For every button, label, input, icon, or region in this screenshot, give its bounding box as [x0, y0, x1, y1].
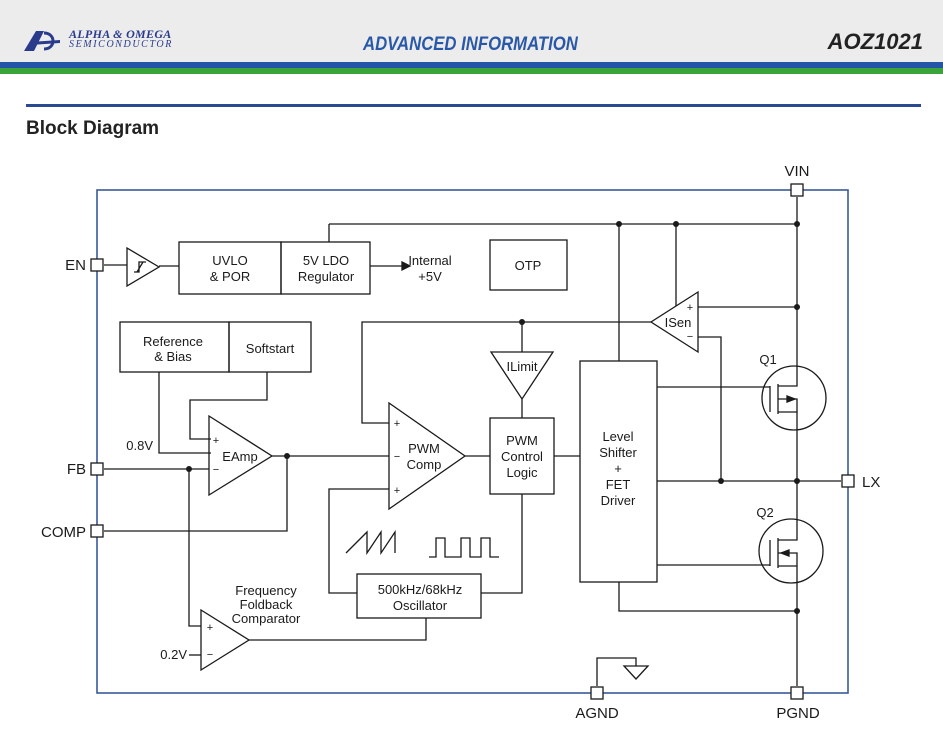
pwm-plus-sign-bottom: + [394, 485, 400, 497]
pwm-control-label-3: Logic [506, 465, 538, 480]
ilimit-comparator [489, 351, 555, 401]
pwm-comp-label-2: Comp [407, 457, 442, 472]
eamp-label: EAmp [222, 449, 257, 464]
schmitt-icon [134, 261, 146, 273]
ref-0v2-label: 0.2V [160, 647, 187, 662]
pwm-comparator [388, 401, 467, 511]
q1-label: Q1 [759, 352, 776, 367]
uvlo-label-2: & POR [210, 269, 250, 284]
level-shifter-label-1: Level [602, 429, 633, 444]
error-amplifier [208, 414, 274, 497]
pwm-comp-label-1: PWM [408, 441, 440, 456]
ffc-plus-sign: + [207, 622, 213, 634]
logo-company-subtitle: SEMICONDUCTOR [69, 39, 173, 50]
oscillator-label-1: 500kHz/68kHz [378, 582, 463, 597]
pin-label-fb: FB [67, 461, 86, 478]
freq-foldback-label-1: Frequency [235, 583, 297, 598]
pin-vin [790, 183, 804, 197]
uvlo-por-block [178, 241, 282, 295]
ldo-label-2: Regulator [298, 269, 355, 284]
ffc-minus-sign: − [207, 649, 213, 661]
uvlo-label-1: UVLO [212, 253, 247, 268]
isen-minus-sign: − [687, 331, 693, 343]
level-shifter-label-2: Shifter [599, 445, 637, 460]
pin-label-comp: COMP [41, 524, 86, 541]
frequency-foldback-comparator [200, 608, 251, 672]
header-bar: ALPHA & OMEGA SEMICONDUCTOR ADVANCED INF… [0, 0, 943, 62]
reference-label-1: Reference [143, 334, 203, 349]
ldo-regulator-block [280, 241, 371, 295]
pin-agnd [590, 686, 604, 700]
header-blue-stripe [0, 62, 943, 68]
level-shifter-label-4: FET [606, 477, 631, 492]
advanced-information-title: ADVANCED INFORMATION [363, 34, 578, 55]
freq-foldback-label-3: Comparator [232, 611, 301, 626]
pin-pgnd [790, 686, 804, 700]
reference-label-2: & Bias [154, 349, 192, 364]
section-title: Block Diagram [26, 118, 160, 139]
current-sense-amplifier [649, 290, 699, 354]
internal-5v-label-1: Internal [408, 253, 451, 268]
isen-label: ISen [665, 315, 692, 330]
softstart-block [228, 321, 312, 373]
pin-lx [841, 474, 855, 488]
pin-label-lx: LX [862, 474, 880, 491]
header-green-stripe [0, 68, 943, 74]
oscillator-label-2: Oscillator [393, 598, 448, 613]
pin-en [90, 258, 104, 272]
level-shifter-label-5: Driver [601, 493, 636, 508]
isen-plus-sign: + [687, 302, 693, 314]
internal-5v-label-2: +5V [418, 269, 442, 284]
pin-label-agnd: AGND [575, 705, 619, 722]
ldo-label-1: 5V LDO [303, 253, 349, 268]
logo-company-name: ALPHA & OMEGA [69, 27, 172, 41]
pin-label-vin: VIN [784, 163, 809, 180]
junction-dots [186, 221, 800, 614]
eamp-minus-sign: − [213, 464, 219, 476]
pin-label-en: EN [65, 257, 86, 274]
softstart-label: Softstart [246, 341, 295, 356]
eamp-plus-sign: + [213, 435, 219, 447]
pin-label-pgnd: PGND [776, 705, 820, 722]
pwm-minus-sign: − [394, 451, 400, 463]
q2-label: Q2 [756, 505, 773, 520]
pin-comp [90, 524, 104, 538]
ramp-waveform-icon [345, 529, 396, 556]
ilimit-label: ILimit [506, 359, 537, 374]
oscillator-block [356, 573, 482, 619]
schmitt-buffer [126, 246, 161, 288]
part-number: AOZ1021 [827, 29, 923, 54]
pin-fb [90, 462, 104, 476]
q2-low-side-mosfet [758, 518, 824, 584]
clock-waveform-icon [429, 537, 499, 558]
q1-high-side-mosfet [761, 365, 827, 431]
ic-boundary [96, 189, 849, 694]
pwm-control-label-1: PWM [506, 433, 538, 448]
ref-0v8-label: 0.8V [126, 438, 153, 453]
ground-icon [622, 665, 650, 680]
level-shifter-label-3: + [614, 461, 622, 476]
otp-block [489, 239, 568, 291]
section-rule [26, 104, 921, 107]
otp-label: OTP [515, 258, 542, 273]
freq-foldback-label-2: Foldback [240, 597, 293, 612]
aos-logo-icon [24, 31, 60, 51]
pwm-plus-sign-top: + [394, 418, 400, 430]
pwm-control-label-2: Control [501, 449, 543, 464]
